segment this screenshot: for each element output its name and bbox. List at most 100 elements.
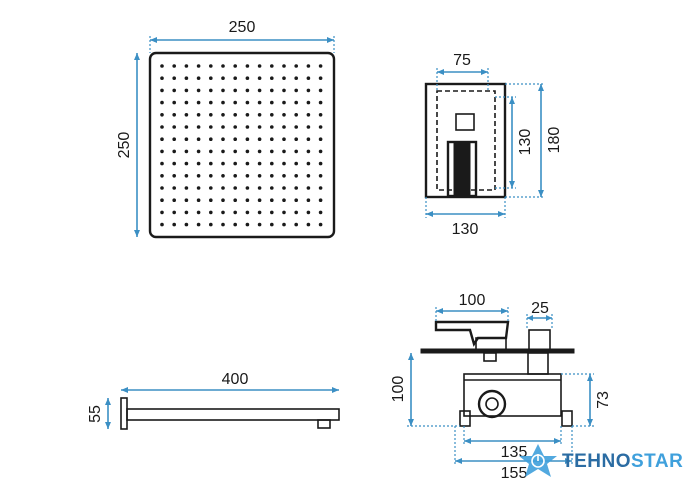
nozzle-dot — [306, 125, 311, 129]
nozzle-dot — [172, 88, 176, 93]
nozzle-dot — [306, 198, 311, 202]
outer-width-label: 130 — [452, 221, 479, 238]
inner-height-label: 130 — [517, 129, 534, 156]
nozzle-dot — [184, 222, 189, 227]
logo-wordmark: TEHNOSTAR — [562, 451, 683, 472]
nozzle-dot — [270, 174, 274, 178]
nozzle-dot — [233, 88, 237, 93]
body-height-label: 73 — [595, 391, 612, 409]
wall-flange — [120, 397, 128, 430]
nozzle-dot — [282, 174, 286, 178]
nozzle-dot — [245, 100, 250, 105]
nozzle-dot — [184, 210, 189, 215]
nozzle-dot — [318, 222, 323, 227]
nozzle-dot — [233, 198, 237, 202]
tehnostar-logo: TEHNOSTAR — [519, 444, 683, 477]
nozzle-dot — [270, 149, 274, 154]
nozzle-dot — [257, 222, 262, 227]
dimension-arrow — [509, 181, 515, 188]
nozzle-dot — [257, 174, 262, 178]
nozzle-dot — [221, 113, 225, 117]
dimension-arrow — [332, 387, 339, 393]
nozzle-dot — [196, 88, 201, 93]
nozzle-dot — [209, 125, 213, 129]
nozzle-dot — [221, 174, 225, 178]
logo-text-tehno: TEHNO — [562, 451, 631, 472]
shower-head-width-label: 250 — [229, 19, 256, 36]
dimension-arrow — [587, 374, 593, 381]
nozzle-dot — [196, 100, 201, 105]
nozzle-dot — [221, 210, 225, 215]
nozzle-dot — [209, 76, 213, 80]
nozzle-dot — [209, 174, 213, 178]
nozzle-dot — [172, 100, 176, 105]
nozzle-dot — [245, 222, 250, 227]
nozzle-dot — [270, 222, 274, 227]
nozzle-dot — [221, 149, 225, 154]
nozzle-dot — [184, 100, 189, 105]
nozzle-dot — [233, 210, 237, 215]
nozzle-dot — [172, 161, 176, 166]
dimension-arrow — [327, 37, 334, 43]
nozzle-dot — [245, 64, 250, 68]
dimension-arrow — [587, 419, 593, 426]
arm-length-label: 400 — [222, 371, 249, 388]
shower-head-outline — [148, 51, 336, 239]
nozzle-dot — [184, 198, 189, 202]
arm-height-label: 55 — [87, 405, 104, 423]
mounting-foot-left — [459, 410, 471, 427]
nozzle-dot — [270, 113, 274, 117]
nozzle-dot — [294, 125, 299, 129]
nozzle-dot — [245, 137, 250, 141]
nozzle-dot — [306, 113, 311, 117]
logo-text-star: STAR — [631, 451, 683, 472]
nozzle-dot — [245, 174, 250, 178]
dimension-arrow — [538, 190, 544, 197]
dimension-arrow — [105, 398, 111, 405]
nozzle-dot — [184, 88, 189, 93]
nozzle-dot — [184, 113, 189, 117]
nozzle-dot — [209, 113, 213, 117]
nozzle-dot — [196, 149, 201, 154]
nozzle-dot — [294, 161, 299, 166]
nozzle-dot — [245, 113, 250, 117]
nozzle-dot — [184, 186, 189, 190]
nozzle-dot — [318, 186, 323, 190]
nozzle-dot — [184, 125, 189, 129]
nozzle-dot — [282, 76, 286, 80]
nozzle-dot — [294, 174, 299, 178]
dimension-arrow — [134, 53, 140, 60]
nozzle-dot — [282, 88, 286, 93]
nozzle-dot — [294, 88, 299, 93]
dimension-arrow — [546, 315, 552, 321]
dimension-arrow — [150, 37, 157, 43]
nozzle-dot — [160, 137, 164, 141]
nozzle-dot — [318, 198, 323, 202]
nozzle-dot — [221, 125, 225, 129]
nozzle-dot — [196, 186, 201, 190]
dimension-arrow — [455, 458, 462, 464]
nozzle-dot — [233, 113, 237, 117]
nozzle-dot — [282, 125, 286, 129]
dimension-arrow — [554, 438, 561, 444]
nozzle-dot — [196, 113, 201, 117]
nozzle-dot — [270, 125, 274, 129]
arm-tube — [126, 408, 340, 421]
nozzle-dot — [233, 174, 237, 178]
nozzle-dot — [318, 125, 323, 129]
nozzle-dot — [294, 76, 299, 80]
nozzle-dot — [160, 161, 164, 166]
nozzle-dot — [160, 125, 164, 129]
nozzle-dot — [196, 174, 201, 178]
dimension-arrow — [509, 97, 515, 104]
nozzle-dot — [306, 222, 311, 227]
nozzle-dot — [196, 198, 201, 202]
nozzle-dot — [294, 137, 299, 141]
nozzle-dot — [294, 186, 299, 190]
nozzle-dot — [160, 149, 164, 154]
mixer-body-view: 100 25 100 73 135 155 — [390, 292, 612, 482]
nozzle-dot — [282, 64, 286, 68]
nozzle-dot — [160, 210, 164, 215]
diverter-knob-side — [528, 329, 551, 351]
nozzle-dot — [257, 64, 262, 68]
